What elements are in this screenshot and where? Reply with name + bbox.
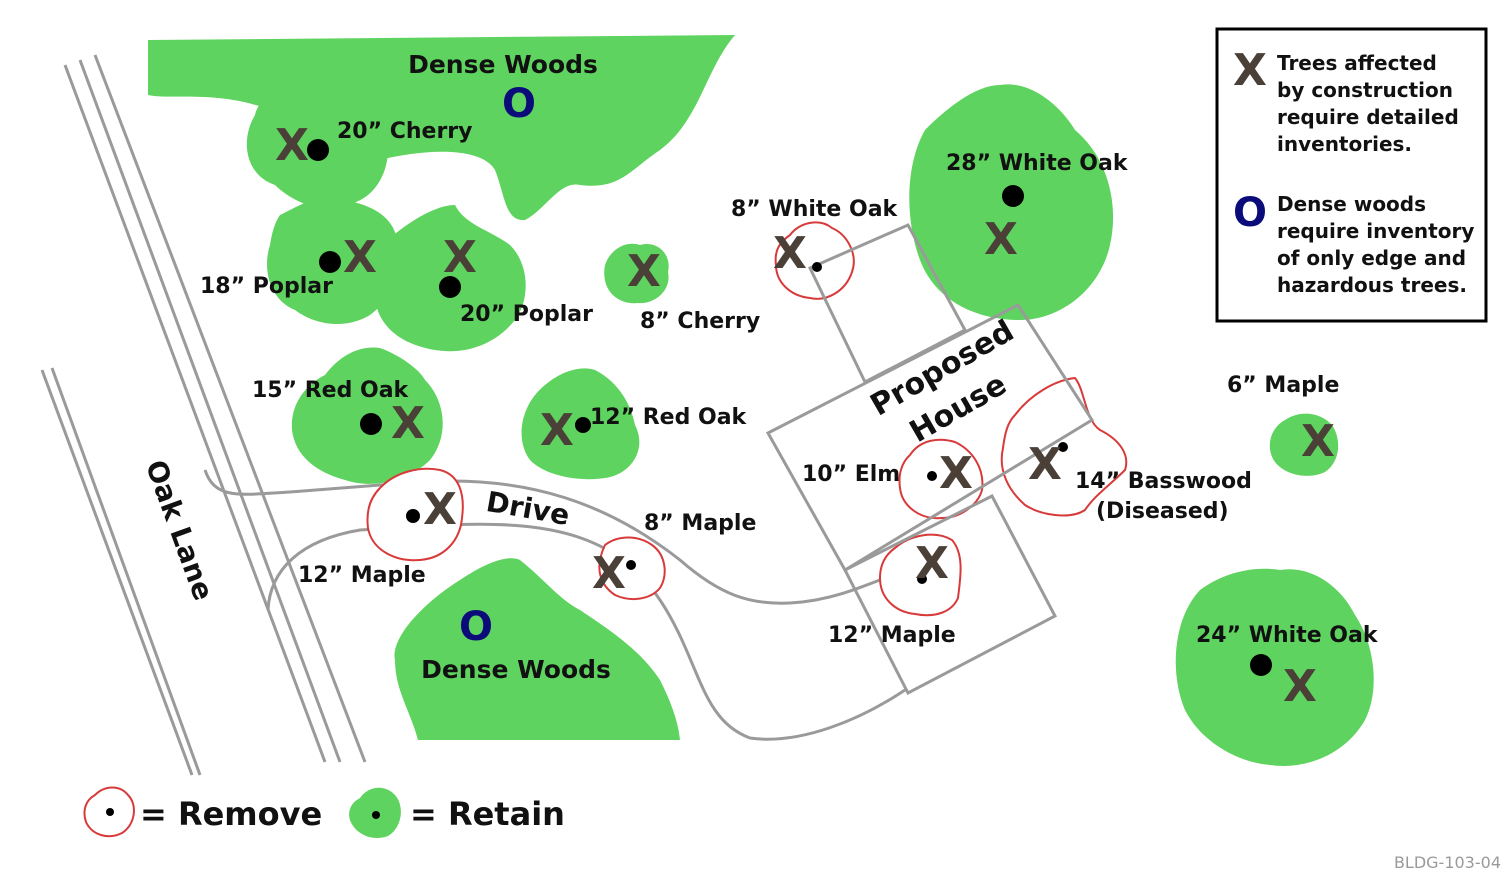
legend-o-line: hazardous trees. (1277, 273, 1467, 297)
x-mark: X (773, 228, 807, 279)
tree-blob-24-white-oak (1175, 568, 1374, 766)
tree-labels: 20” Cherry 18” Poplar 20” Poplar 8” Cher… (200, 119, 1379, 648)
tree-label: 28” White Oak (946, 151, 1129, 176)
tree-label: 20” Cherry (337, 119, 473, 144)
proposed-house-footprint (765, 223, 1095, 696)
tree-label: 20” Poplar (460, 302, 593, 327)
dense-woods-bottom-label: Dense Woods (421, 655, 611, 684)
tree-label: 12” Maple (828, 623, 956, 648)
x-mark: X (443, 232, 477, 283)
legend-x-line: require detailed (1277, 105, 1459, 129)
x-marks: X X X X X X X X X X X X X X X (275, 120, 1335, 712)
x-mark: X (984, 214, 1018, 265)
x-mark: X (939, 448, 973, 499)
x-mark: X (592, 548, 626, 599)
legend-x-line: inventories. (1277, 132, 1412, 156)
tree-label: 8” White Oak (731, 197, 899, 222)
legend-o-icon: O (1233, 190, 1267, 236)
x-mark: X (1283, 661, 1317, 712)
x-mark: X (343, 232, 377, 283)
tree-label: 24” White Oak (1196, 623, 1379, 648)
x-mark: X (627, 246, 661, 297)
dense-woods-top-label: Dense Woods (408, 50, 598, 79)
x-mark: X (1028, 439, 1062, 490)
tree-label: 8” Maple (644, 511, 756, 536)
x-mark: X (915, 538, 949, 589)
x-mark: X (391, 398, 425, 449)
figure-code: BLDG-103-04 (1394, 853, 1501, 872)
tree-label: 15” Red Oak (252, 378, 410, 403)
legend-x-line: by construction (1277, 78, 1453, 102)
tree-blob-6-maple (1269, 413, 1339, 476)
o-mark-woods-top: O (502, 81, 536, 127)
x-mark: X (1301, 416, 1335, 467)
oak-lane-road (40, 54, 367, 776)
tree-label: 6” Maple (1227, 373, 1339, 398)
tree-label: 10” Elm (802, 462, 900, 487)
legend-o-line: Dense woods (1277, 192, 1426, 216)
tree-label: 12” Red Oak (590, 405, 748, 430)
tree-label: 8” Cherry (640, 309, 760, 334)
tree-label: (Diseased) (1096, 499, 1229, 524)
tree-blob-8-white-oak (774, 221, 855, 300)
dense-woods-top (148, 35, 735, 221)
tree-blob-8-cherry (604, 243, 669, 304)
legend-x-line: Trees affected (1277, 51, 1437, 75)
tree-label: 14” Basswood (1075, 469, 1252, 494)
x-mark: X (423, 484, 457, 535)
legend-box: X Trees affected by construction require… (1215, 27, 1488, 323)
drive-path (203, 469, 906, 741)
o-mark-woods-bottom: O (459, 604, 493, 650)
x-mark: X (540, 405, 574, 456)
legend-x-icon: X (1233, 45, 1267, 96)
remove-retain-key: = Remove = Retain (83, 786, 565, 839)
x-mark: X (275, 120, 309, 171)
tree-trunks (307, 139, 1272, 676)
tree-label: 18” Poplar (200, 274, 333, 299)
legend-o-line: require inventory (1277, 219, 1474, 243)
dense-woods-bottom (394, 558, 680, 740)
legend-o-line: of only edge and (1277, 246, 1466, 270)
retain-key-label: = Retain (410, 795, 565, 833)
remove-key-label: = Remove (140, 795, 322, 833)
tree-label: 12” Maple (298, 563, 426, 588)
